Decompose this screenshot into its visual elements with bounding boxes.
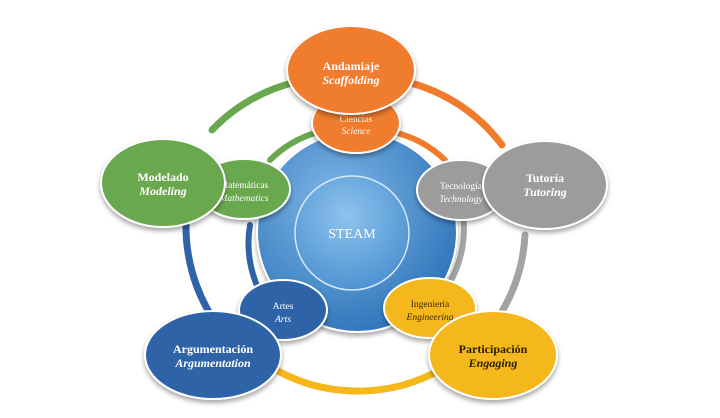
inner-arc-green: [267, 130, 318, 163]
tutoria-title: Tutoría: [526, 171, 564, 185]
ingenieria-subtitle: Engineering: [406, 313, 454, 323]
outer-node-tutoria: [482, 140, 608, 230]
participacion-circle: [428, 310, 558, 400]
participacion-title: Participación: [459, 342, 528, 356]
andamiaje-title: Andamiaje: [323, 59, 380, 73]
matematicas-title: Matemáticas: [220, 181, 269, 191]
argumentacion-title: Argumentación: [173, 342, 253, 356]
tutoria-subtitle: Tutoring: [523, 185, 567, 199]
tecnologia-subtitle: Technology: [439, 195, 483, 205]
outer-arc-blue: [182, 221, 216, 321]
modelado-subtitle: Modeling: [138, 184, 186, 198]
steam-center-circle: [294, 175, 410, 291]
matematicas-subtitle: Mathematics: [218, 194, 268, 204]
center-label: STEAM: [328, 227, 376, 242]
argumentacion-subtitle: Argumentation: [174, 356, 251, 370]
outer-node-modelado: [100, 138, 226, 228]
modelado-circle: [100, 138, 226, 228]
artes-subtitle: Arts: [274, 315, 291, 325]
modelado-title: Modelado: [137, 170, 188, 184]
outer-arc-yellow: [272, 366, 444, 395]
outer-arc-green: [208, 78, 300, 134]
outer-ring: [182, 74, 529, 395]
ciencias-title: Ciencias: [340, 115, 373, 125]
artes-title: Artes: [273, 302, 294, 312]
andamiaje-subtitle: Scaffolding: [322, 73, 379, 87]
ingenieria-title: Ingeniería: [411, 300, 450, 310]
argumentacion-circle: [144, 310, 282, 400]
outer-node-argumentacion: [144, 310, 282, 400]
participacion-subtitle: Engaging: [468, 356, 518, 370]
andamiaje-circle: [286, 25, 416, 115]
tutoria-circle: [482, 140, 608, 230]
ciencias-subtitle: Science: [341, 127, 370, 137]
outer-node-participacion: [428, 310, 558, 400]
outer-arc-gray: [494, 231, 529, 322]
outer-node-andamiaje: [286, 25, 416, 115]
tecnologia-title: Tecnología: [440, 182, 483, 192]
